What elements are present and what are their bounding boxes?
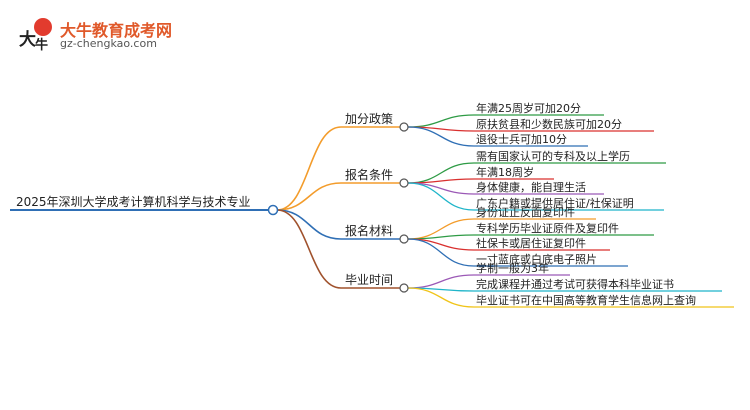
branch-node: 毕业时间 — [345, 273, 409, 293]
svg-text:大: 大 — [19, 29, 36, 50]
leaf-connector — [407, 274, 475, 289]
leaf-connector — [407, 182, 475, 211]
leaf-label: 身体健康，能自理生活 — [476, 180, 586, 194]
leaf-connector — [407, 287, 475, 308]
branch-node: 报名条件 — [345, 167, 409, 188]
leaf-label: 专科学历毕业证原件及复印件 — [476, 221, 619, 235]
leaf-connector — [407, 114, 475, 128]
leaf-label: 一寸蓝底或白底电子照片 — [476, 252, 597, 266]
branch-connector-dot — [399, 122, 409, 132]
branch-node: 报名材料 — [345, 223, 409, 244]
branch-connector-dot — [399, 283, 409, 293]
branch-label: 报名条件 — [345, 167, 393, 182]
node-layer: 2025年深圳大学成考计算机科学与技术专业 加分政策 年满25周岁可加20分原扶贫县… — [10, 101, 696, 307]
branch-connector — [276, 209, 342, 240]
leaf-label: 需有国家认可的专科及以上学历 — [476, 149, 630, 163]
root-node: 2025年深圳大学成考计算机科学与技术专业 — [10, 194, 279, 216]
branch-connector-dot — [399, 178, 409, 188]
leaf-label: 社保卡或居住证复印件 — [476, 236, 586, 250]
site-logo: 大 牛 大牛教育成考网 gz-chengkao.com — [16, 14, 176, 54]
branch-label: 报名材料 — [345, 223, 393, 238]
logo-mark-icon: 大 牛 — [19, 18, 52, 53]
connector-layer — [276, 114, 734, 308]
leaf-connector — [407, 218, 475, 240]
branch-connector — [276, 182, 342, 211]
leaf-label: 广东户籍或提供居住证/社保证明 — [476, 196, 634, 210]
branch-label: 毕业时间 — [345, 273, 393, 287]
svg-text:牛: 牛 — [35, 37, 48, 53]
leaf-label: 年满25周岁可加20分 — [476, 101, 581, 115]
leaf-connector — [407, 126, 475, 147]
leaf-label: 身份证正反面复印件 — [476, 205, 575, 219]
logo-url: gz-chengkao.com — [60, 37, 157, 50]
leaf-connector — [407, 238, 475, 251]
logo-title: 大牛教育成考网 — [60, 21, 173, 40]
root-label: 2025年深圳大学成考计算机科学与技术专业 — [16, 194, 251, 209]
root-connector-dot — [267, 204, 279, 216]
branch-node: 加分政策 — [345, 112, 409, 132]
branch-connector-dot — [399, 234, 409, 244]
branch-connector — [276, 209, 342, 289]
leaf-connector — [407, 162, 475, 184]
leaf-label: 退役士兵可加10分 — [476, 132, 567, 146]
leaf-label: 年满18周岁 — [476, 165, 534, 179]
leaf-label: 原扶贫县和少数民族可加20分 — [476, 117, 622, 131]
branch-connector — [276, 126, 342, 211]
leaf-connector — [407, 234, 475, 240]
leaf-label: 完成课程并通过考试可获得本科毕业证书 — [476, 277, 674, 291]
branch-label: 加分政策 — [345, 112, 393, 126]
leaf-label: 毕业证书可在中国高等教育学生信息网上查询 — [476, 293, 696, 307]
leaf-connector — [407, 178, 475, 184]
leaf-connector — [407, 182, 475, 195]
leaf-connector — [407, 238, 475, 267]
leaf-label: 学制一般为3年 — [476, 261, 549, 275]
